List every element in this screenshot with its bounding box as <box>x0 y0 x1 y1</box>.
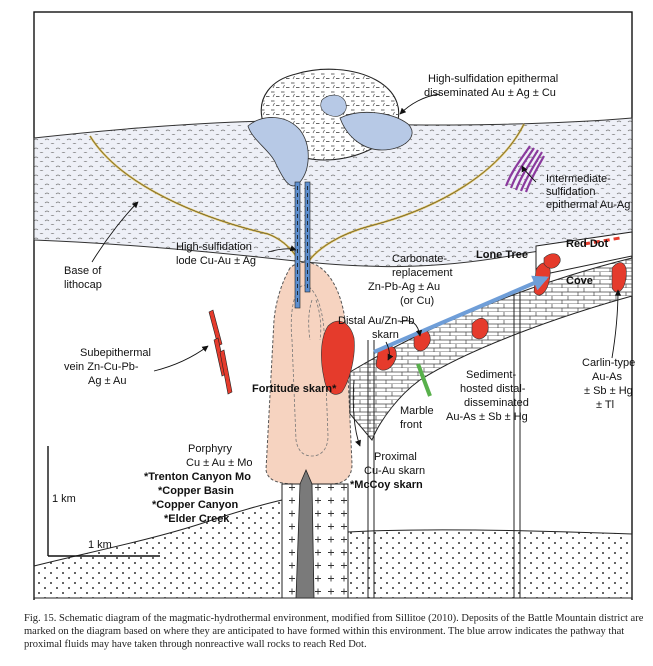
magmatic-hydrothermal-diagram: 1 km 1 km High-sulfidation epithermal di… <box>33 11 635 600</box>
svg-text:± Sb ± Hg: ± Sb ± Hg <box>584 385 633 397</box>
high-sulfidation-lode-veins <box>294 181 311 309</box>
subepithermal-vein <box>208 309 233 395</box>
label-fortitude-skarn: Fortitude skarn* <box>252 383 337 395</box>
svg-text:Proximal: Proximal <box>374 451 417 463</box>
svg-text:*Trenton Canyon Mo: *Trenton Canyon Mo <box>144 471 251 483</box>
fluid-pathway-arrow <box>373 275 549 354</box>
svg-text:vein Zn-Cu-Pb-: vein Zn-Cu-Pb- <box>64 361 139 373</box>
advanced-argillic-alteration <box>339 112 413 151</box>
svg-text:Porphyry: Porphyry <box>188 443 233 455</box>
svg-text:(or Cu): (or Cu) <box>400 295 434 307</box>
svg-text:front: front <box>400 419 422 431</box>
marble-front <box>416 363 432 397</box>
svg-text:hosted distal-: hosted distal- <box>460 383 526 395</box>
label-marble-front: Marble front <box>400 405 434 431</box>
carbonate-beds <box>535 231 633 277</box>
label-carbonate-replacement: Carbonate- replacement Zn-Pb-Ag ± Au (or… <box>368 253 453 307</box>
svg-text:Carbonate-: Carbonate- <box>392 253 447 265</box>
svg-text:Ag ± Au: Ag ± Au <box>88 375 126 387</box>
label-cove: Cove <box>566 275 593 287</box>
svg-text:Au-As ± Sb ± Hg: Au-As ± Sb ± Hg <box>446 411 528 423</box>
figure-caption: Fig. 15. Schematic diagram of the magmat… <box>24 613 644 650</box>
svg-text:Subepithermal: Subepithermal <box>80 347 151 359</box>
svg-text:lode Cu-Au ± Ag: lode Cu-Au ± Ag <box>176 255 256 267</box>
svg-text:*Elder Creek: *Elder Creek <box>164 513 230 525</box>
label-base-of-lithocap: Base of lithocap <box>64 265 102 291</box>
carbonate-beds-pattern <box>350 258 632 440</box>
svg-text:*Copper Canyon: *Copper Canyon <box>152 499 238 511</box>
scale-bar <box>47 446 160 557</box>
svg-text:disseminated: disseminated <box>464 397 529 409</box>
svg-text:sulfidation: sulfidation <box>546 186 596 198</box>
svg-text:lithocap: lithocap <box>64 279 102 291</box>
scale-label-horizontal: 1 km <box>88 539 112 551</box>
svg-text:Carlin-type: Carlin-type <box>582 357 635 369</box>
label-carlin-type: Carlin-type Au-As ± Sb ± Hg ± Tl <box>582 357 635 411</box>
label-porphyry: Porphyry Cu ± Au ± Mo <box>186 443 253 469</box>
svg-text:High-sulfidation epithermal: High-sulfidation epithermal <box>428 73 558 85</box>
label-proximal-skarn: Proximal Cu-Au skarn <box>364 451 425 477</box>
svg-text:Au-As: Au-As <box>592 371 622 383</box>
svg-text:replacement: replacement <box>392 267 453 279</box>
porphyry-alteration-halo <box>265 261 353 485</box>
scale-label-vertical: 1 km <box>52 493 76 505</box>
label-lode: High-sulfidation lode Cu-Au ± Ag <box>176 241 256 267</box>
svg-text:Cu ± Au ± Mo: Cu ± Au ± Mo <box>186 457 253 469</box>
svg-text:Marble: Marble <box>400 405 434 417</box>
svg-text:Intermediate-: Intermediate- <box>546 173 611 185</box>
svg-text:skarn: skarn <box>372 329 399 341</box>
label-porphyry-deposits: *Trenton Canyon Mo *Copper Basin *Copper… <box>144 471 251 525</box>
svg-text:epithermal Au-Ag: epithermal Au-Ag <box>546 199 630 211</box>
feeder-dyke <box>295 468 315 599</box>
label-sediment-hosted: Sediment- hosted distal- disseminated Au… <box>446 369 529 423</box>
porphyry-inner-shell <box>308 299 313 341</box>
svg-text:± Tl: ± Tl <box>596 399 614 411</box>
svg-text:Distal Au/Zn-Pb: Distal Au/Zn-Pb <box>338 315 414 327</box>
lithocap-base-contact <box>307 123 525 263</box>
svg-text:Zn-Pb-Ag ± Au: Zn-Pb-Ag ± Au <box>368 281 440 293</box>
svg-text:High-sulfidation: High-sulfidation <box>176 241 252 253</box>
skarn-bodies <box>321 253 627 395</box>
basement-dotted-right <box>347 529 633 599</box>
svg-text:Sediment-: Sediment- <box>466 369 516 381</box>
intrusion-stock-pattern <box>282 484 348 598</box>
red-dot-dashed-zone <box>583 236 621 246</box>
porphyry-inner-shell <box>315 299 322 341</box>
label-red-dot: Red Dot <box>566 238 609 250</box>
basement-dotted-left <box>33 499 283 599</box>
label-high-sulfidation-epithermal: High-sulfidation epithermal disseminated… <box>424 73 558 99</box>
label-mccoy-skarn: *McCoy skarn <box>350 479 423 491</box>
svg-text:disseminated Au ± Ag ± Cu: disseminated Au ± Ag ± Cu <box>424 87 556 99</box>
label-distal-skarn: Distal Au/Zn-Pb skarn <box>338 315 414 341</box>
svg-text:*Copper Basin: *Copper Basin <box>158 485 234 497</box>
label-lone-tree: Lone Tree <box>476 249 528 261</box>
advanced-argillic-alteration <box>320 94 347 117</box>
svg-text:Cu-Au skarn: Cu-Au skarn <box>364 465 425 477</box>
label-subepithermal: Subepithermal vein Zn-Cu-Pb- Ag ± Au <box>64 347 151 387</box>
leader-arrows <box>91 93 622 447</box>
label-intermediate-sulfidation: Intermediate- sulfidation epithermal Au-… <box>546 173 630 211</box>
svg-text:Base of: Base of <box>64 265 102 277</box>
